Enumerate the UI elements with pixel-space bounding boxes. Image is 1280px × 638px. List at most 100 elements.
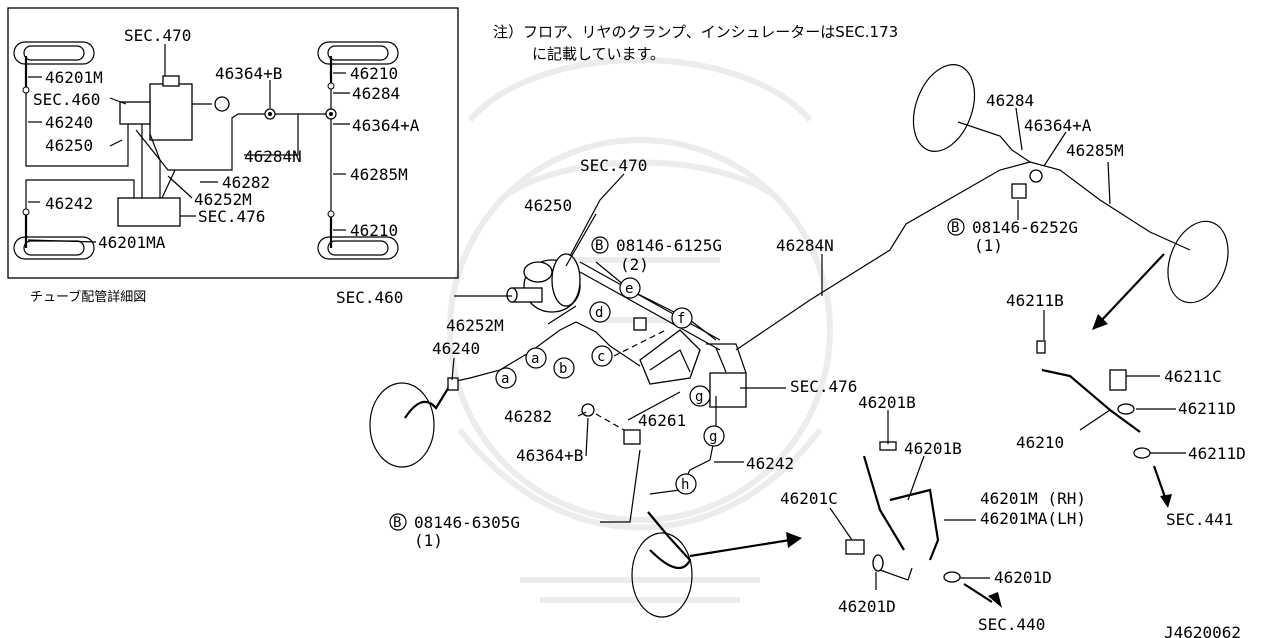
- circle-c: c: [591, 345, 613, 367]
- label-46211c: 46211C: [1164, 367, 1222, 386]
- junction-46364a: [1029, 169, 1043, 183]
- brake-booster: [506, 253, 721, 351]
- bolt-marker-6252g-letter: B: [951, 220, 959, 236]
- circle-e-letter: e: [625, 281, 633, 297]
- line-46284: [957, 121, 1031, 163]
- circle-b: b: [553, 357, 575, 379]
- label-sec441: SEC.441: [1166, 510, 1233, 529]
- arrow-to-rear: [689, 538, 791, 558]
- label-46285m: 46285M: [1066, 141, 1124, 160]
- watermark-emblem: [447, 57, 833, 603]
- circle-g-1-letter: g: [695, 389, 703, 405]
- circle-e: e: [619, 277, 641, 299]
- label-46210: 46210: [1016, 433, 1064, 452]
- label-46201d-2: 46201D: [838, 597, 896, 616]
- label-08146-6252g: 08146-6252G: [972, 218, 1078, 237]
- label-46252m: 46252M: [446, 316, 504, 335]
- label-46242: 46242: [746, 454, 794, 473]
- inset-wheel-fl: [13, 41, 95, 65]
- circle-d-letter: d: [595, 305, 603, 321]
- washer-46201d-right: [943, 571, 961, 583]
- label-46211d-1: 46211D: [1178, 399, 1236, 418]
- bolt-marker-6252g: [947, 218, 965, 236]
- inset-label-sec470: SEC.470: [124, 26, 191, 45]
- label-46364b: 46364+B: [516, 446, 583, 465]
- circle-a-2-letter: a: [501, 371, 509, 387]
- inset-label-sec476: SEC.476: [198, 207, 265, 226]
- label-sec440: SEC.440: [978, 615, 1045, 634]
- inset-label-46242: 46242: [45, 194, 93, 213]
- bolt-marker-6305g-letter: B: [393, 515, 401, 531]
- circle-a-1: a: [525, 347, 547, 369]
- bolt-46201c: [845, 539, 865, 555]
- circle-g-2-letter: g: [709, 429, 717, 445]
- hose-46210: [1041, 368, 1141, 433]
- inset-proportioning-valve: [119, 101, 151, 125]
- inset-label-46201m: 46201M: [45, 68, 103, 87]
- label-46211b: 46211B: [1006, 291, 1064, 310]
- inset-label-46284n: 46284N: [244, 147, 302, 166]
- line-46250: [595, 261, 717, 341]
- line-46284n: [735, 161, 1031, 351]
- label-sec476: SEC.476: [790, 377, 857, 396]
- inset-label-46282: 46282: [222, 173, 270, 192]
- inset-label-46364a: 46364+A: [352, 116, 420, 135]
- circle-g-1: g: [689, 385, 711, 407]
- label-46201ma-lh: 46201MA(LH): [980, 509, 1086, 528]
- label-46261: 46261: [638, 411, 686, 430]
- bolt-marker-6125g: [591, 236, 609, 254]
- arrow-sec440: [963, 583, 993, 603]
- label-46201m-rh: 46201M (RH): [980, 489, 1086, 508]
- hose-46201m: [862, 455, 905, 551]
- washer-46211d-bot: [1133, 447, 1151, 459]
- label-08146-6305g: 08146-6305G: [414, 513, 520, 532]
- bolt-08146-6252g: [1011, 183, 1027, 199]
- bolt-46211c: [1109, 369, 1127, 391]
- circle-h: h: [675, 473, 697, 495]
- hose-rear-left: [647, 511, 692, 570]
- circle-b-letter: b: [559, 361, 567, 377]
- label-46284n: 46284N: [776, 236, 834, 255]
- bolt-08146-6305g: [623, 429, 641, 445]
- inset-label-46201ma: 46201MA: [98, 233, 166, 252]
- note-line-1: 注）フロア、リヤのクランプ、インシュレーターはSEC.173: [493, 23, 898, 41]
- note-line-2: に記載しています。: [532, 45, 665, 63]
- label-sec470: SEC.470: [580, 156, 647, 175]
- label-08146-6125g-qty: (2): [620, 255, 649, 274]
- circle-f: f: [671, 307, 693, 329]
- inset-caption: チューブ配管詳細図: [30, 289, 146, 305]
- label-sec460: SEC.460: [336, 288, 403, 307]
- inset-piping-detail: SEC.470 46201M SEC.460 46240 46250 46242…: [7, 7, 459, 279]
- label-46211d-2: 46211D: [1188, 444, 1246, 463]
- label-46364a: 46364+A: [1024, 116, 1092, 135]
- label-diagram-id: J4620062: [1164, 623, 1241, 638]
- bolt-marker-6125g-letter: B: [595, 238, 603, 254]
- label-46201d-1: 46201D: [994, 568, 1052, 587]
- inset-label-46364b: 46364+B: [215, 64, 282, 83]
- bolt-marker-6305g: [389, 513, 407, 531]
- circle-c-letter: c: [597, 349, 605, 365]
- disc-rear-left: [631, 532, 693, 618]
- inset-wheel-fr: [317, 41, 399, 65]
- label-46201b-1: 46201B: [858, 393, 916, 412]
- fitting-front-left: [447, 377, 459, 391]
- circle-a-2: a: [495, 367, 517, 389]
- label-46201b-2: 46201B: [904, 439, 962, 458]
- arrow-to-rear-right: [1099, 253, 1165, 323]
- circle-g-2: g: [703, 425, 725, 447]
- circle-d: d: [589, 301, 611, 323]
- main-exploded-view: SEC.470 46250 B 08146-6125G (2) 46284N S…: [336, 64, 1246, 638]
- label-46284: 46284: [986, 91, 1034, 110]
- label-46282: 46282: [504, 407, 552, 426]
- hose-front-left: [404, 381, 453, 419]
- inset-abs-actuator: [117, 197, 181, 227]
- inset-label-46250: 46250: [45, 136, 93, 155]
- circle-a-1-letter: a: [531, 351, 539, 367]
- disc-front-right: [912, 64, 976, 152]
- abs-actuator: [639, 329, 747, 408]
- label-08146-6125g: 08146-6125G: [616, 236, 722, 255]
- junction-46364b: [581, 403, 595, 417]
- label-08146-6252g-qty: (1): [974, 236, 1003, 255]
- circle-h-letter: h: [681, 477, 689, 493]
